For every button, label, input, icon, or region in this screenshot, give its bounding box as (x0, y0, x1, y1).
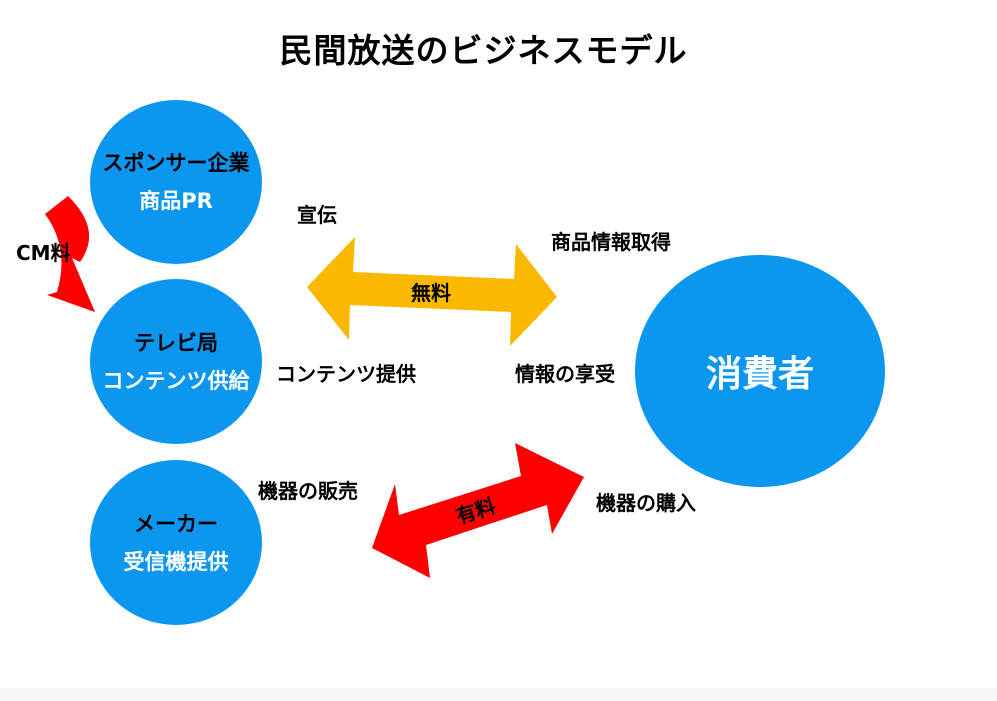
broadcaster-circle: テレビ局 コンテンツ供給 (90, 279, 262, 444)
consumer-label: 消費者 (705, 354, 814, 395)
device-purchase-label: 機器の購入 (596, 491, 696, 515)
product-info-label: 商品情報取得 (551, 230, 671, 254)
free-arrow-label: 無料 (411, 281, 451, 305)
maker-circle: メーカー 受信機提供 (90, 460, 262, 625)
diagram-title: 民間放送のビジネスモデル (279, 31, 688, 70)
footer-strip (0, 688, 997, 701)
info-enjoyment-label: 情報の享受 (515, 362, 615, 386)
broadcaster-name: テレビ局 (134, 330, 218, 355)
paid-double-arrow (372, 443, 584, 578)
cm-fee-label: CM料 (16, 241, 71, 265)
consumer-circle: 消費者 (635, 255, 885, 487)
sponsor-circle: スポンサー企業 商品PR (90, 100, 262, 264)
free-double-arrow (307, 237, 557, 346)
sponsor-name: スポンサー企業 (102, 151, 250, 175)
advertising-label: 宣伝 (297, 203, 337, 227)
maker-role: 受信機提供 (123, 549, 229, 574)
device-sales-label: 機器の販売 (258, 479, 358, 503)
maker-name: メーカー (134, 511, 218, 536)
cm-fee-arrow (45, 196, 95, 312)
broadcaster-role: コンテンツ供給 (102, 368, 250, 393)
sponsor-role: 商品PR (139, 189, 213, 213)
content-provision-label: コンテンツ提供 (276, 362, 416, 386)
